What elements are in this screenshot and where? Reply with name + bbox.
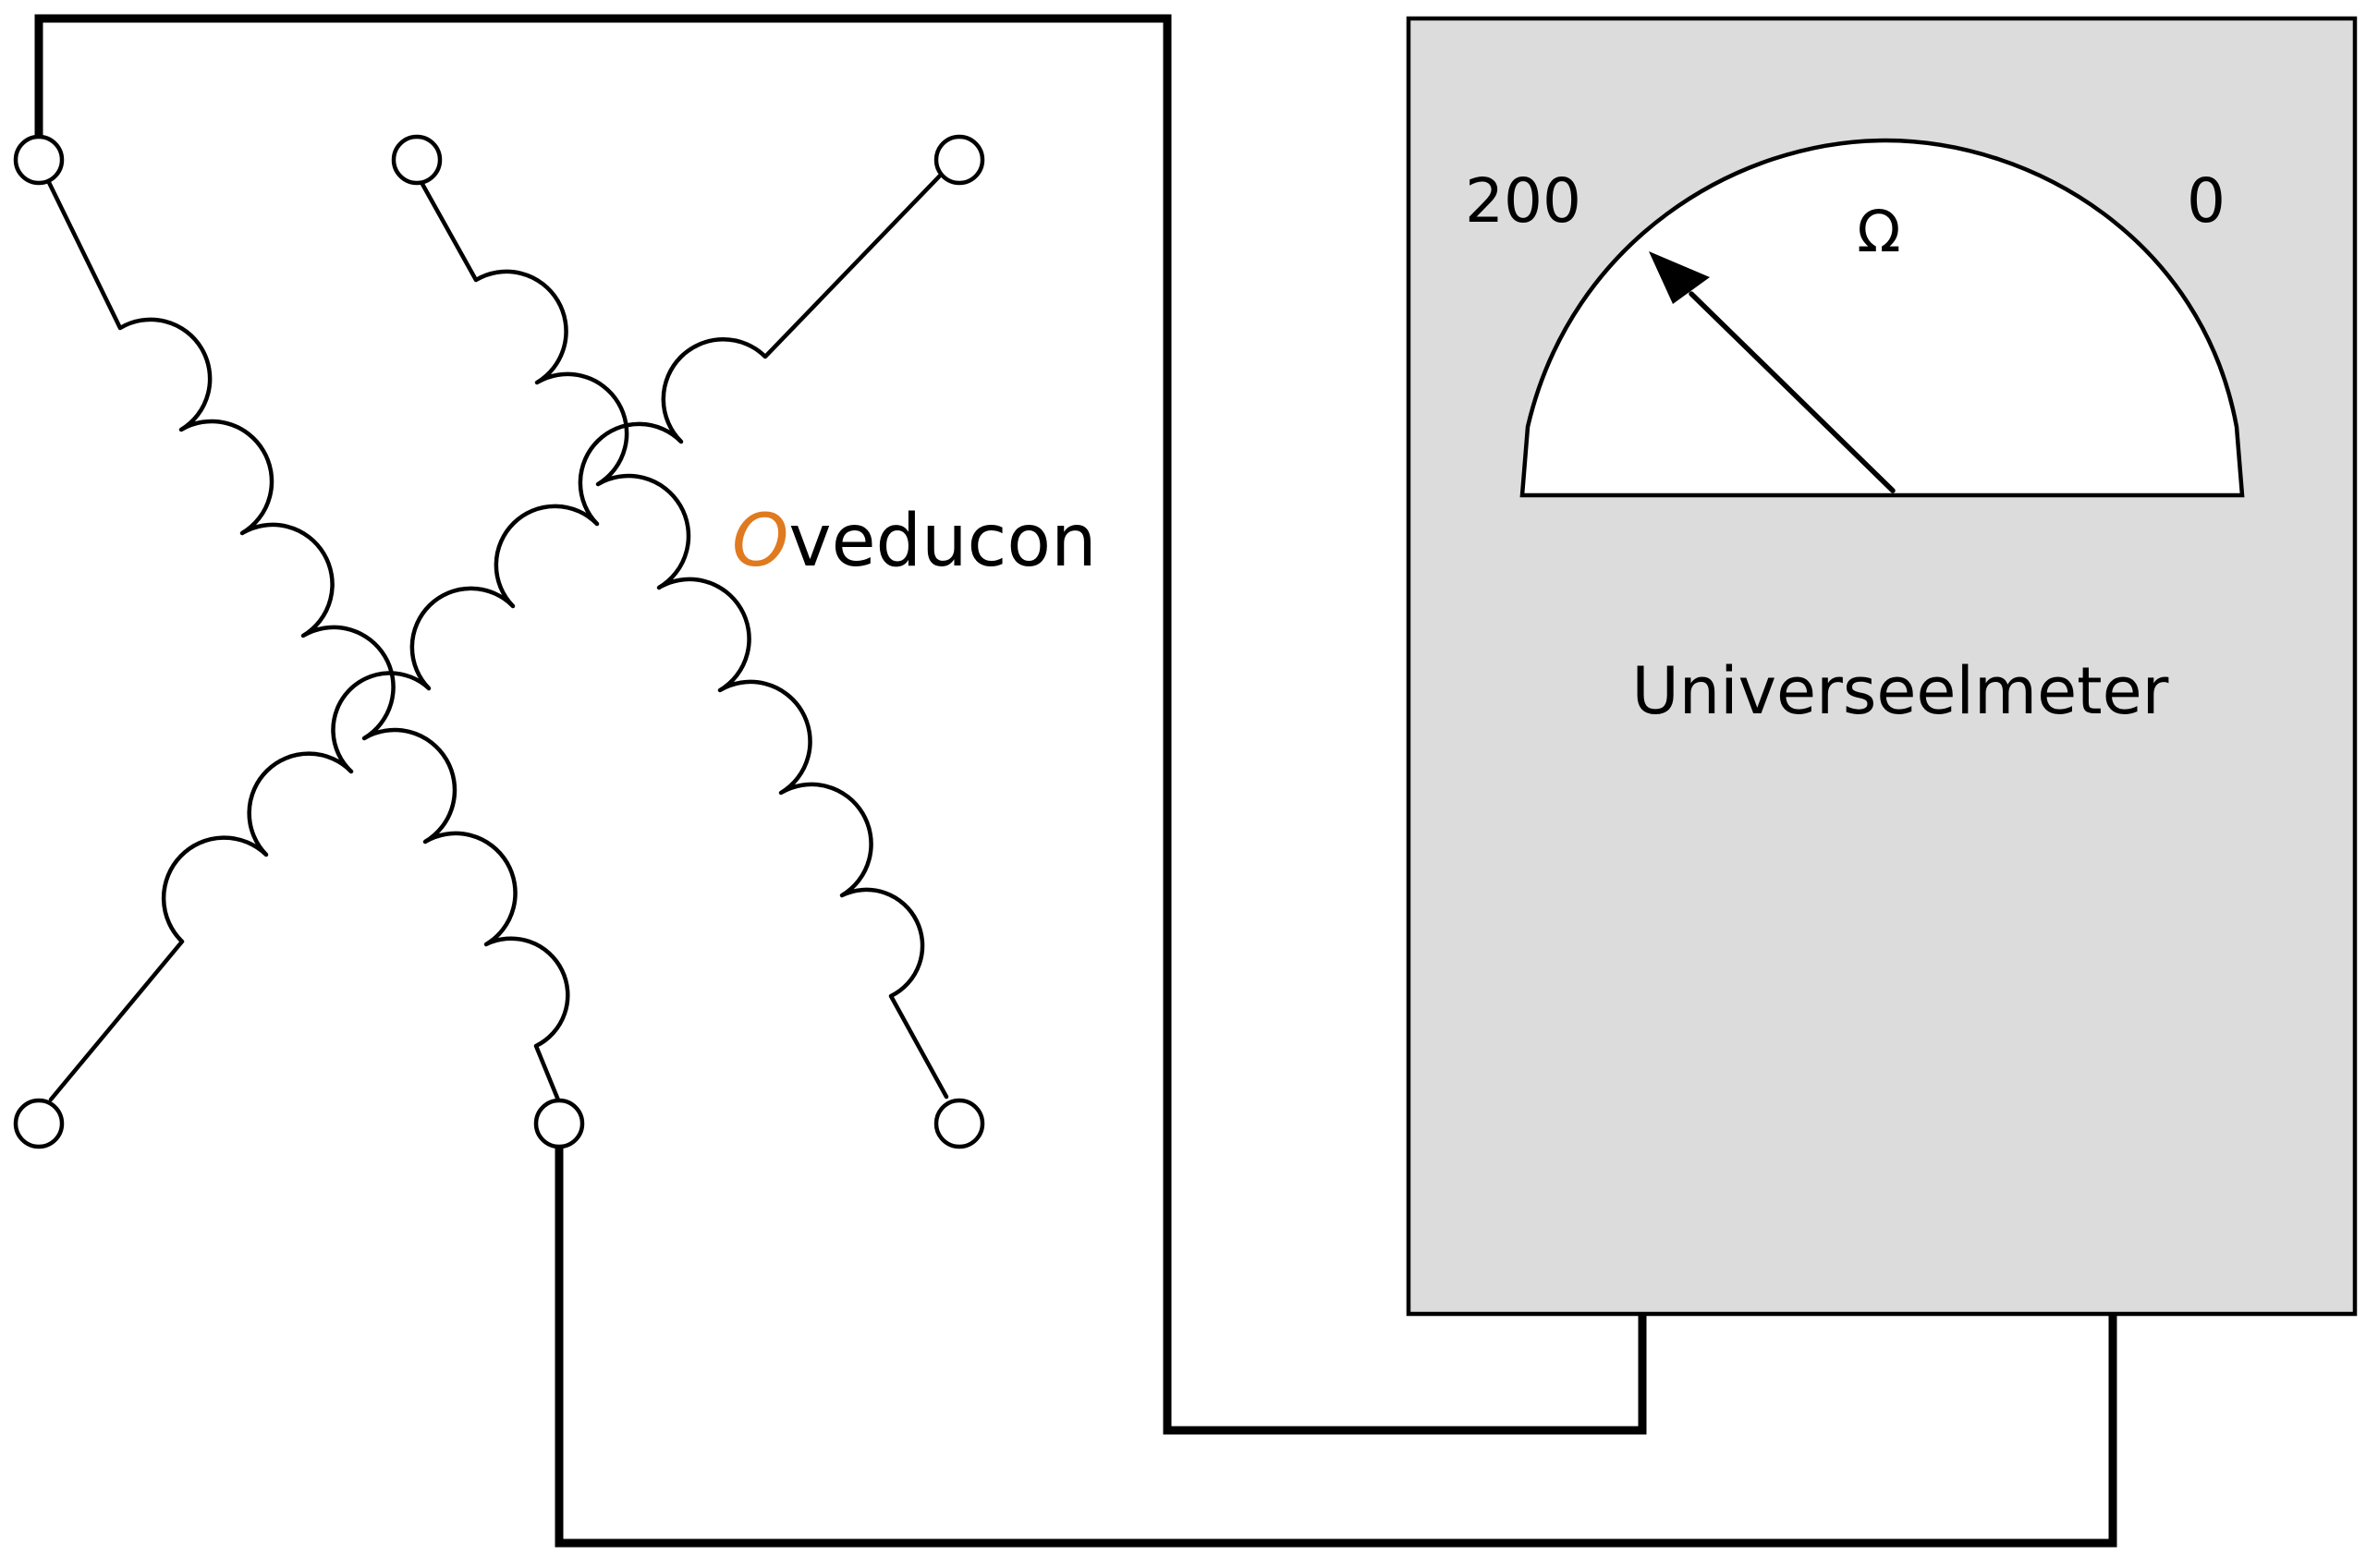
terminal-bottom-middle	[533, 1098, 585, 1149]
terminal-top-right	[933, 134, 985, 186]
needle-arrowhead	[1649, 251, 1710, 304]
terminal-top-left	[13, 134, 65, 186]
brand-logo-rest: veducon	[788, 500, 1096, 583]
multimeter-label: Universeelmeter	[1632, 653, 2169, 729]
coil-winding-2	[416, 175, 949, 1100]
brand-logo-initial: O	[732, 500, 788, 583]
scale-label-left: 200	[1465, 165, 1581, 237]
terminal-top-middle	[391, 134, 443, 186]
meter-needle	[1689, 291, 1896, 493]
scale-label-right: 0	[2187, 165, 2226, 237]
brand-logo: Oveducon	[732, 500, 1097, 583]
terminal-bottom-right	[933, 1098, 985, 1149]
ohm-symbol: Ω	[1857, 198, 1900, 265]
coil-winding-3	[48, 171, 945, 1102]
test-lead-top	[34, 14, 1647, 1435]
coil-winding-1	[36, 159, 570, 1105]
terminal-bottom-left	[13, 1098, 65, 1149]
test-lead-bottom	[555, 1124, 2117, 1548]
meter-dial	[1519, 138, 2245, 498]
